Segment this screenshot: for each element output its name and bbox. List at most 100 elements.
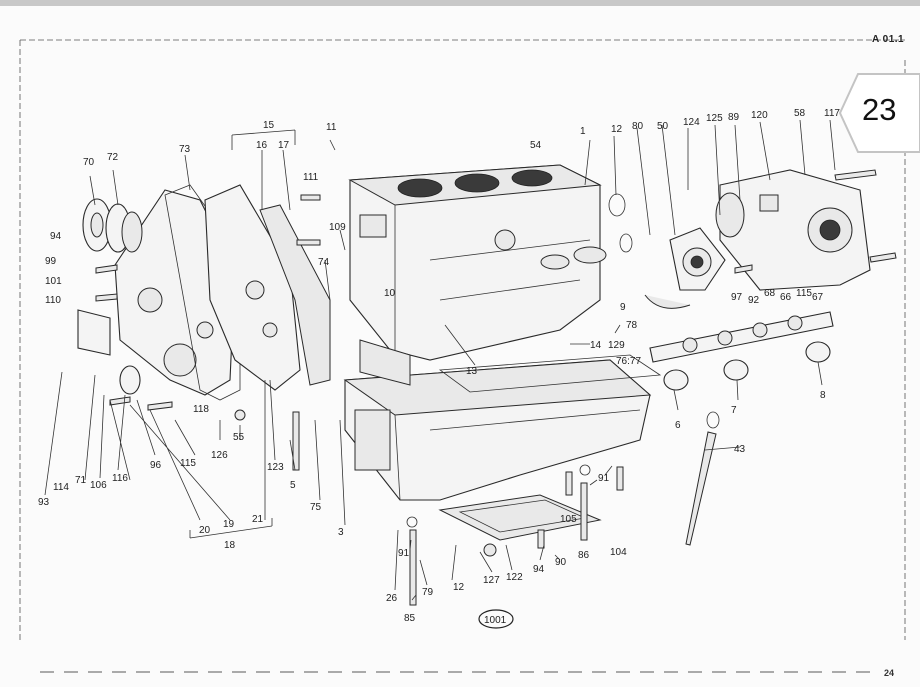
front-pulley bbox=[82, 198, 143, 253]
callout-43: 43 bbox=[734, 444, 746, 455]
drawing-number-frame bbox=[478, 609, 514, 629]
callout-7: 7 bbox=[731, 405, 737, 416]
callout-55: 55 bbox=[233, 432, 245, 443]
callout-101: 101 bbox=[45, 276, 62, 287]
page-number: 23 bbox=[862, 92, 897, 127]
sump-bottom-plate bbox=[438, 494, 602, 541]
callout-89: 89 bbox=[728, 112, 740, 123]
callout-72: 72 bbox=[107, 152, 119, 163]
callout-66: 66 bbox=[780, 292, 792, 303]
callout-16: 16 bbox=[256, 140, 268, 151]
engine-block bbox=[348, 164, 607, 361]
callout-14: 14 bbox=[590, 340, 602, 351]
callout-11: 11 bbox=[326, 122, 337, 133]
callout-13: 13 bbox=[466, 366, 478, 377]
cover-gasket bbox=[164, 184, 241, 401]
drawing-frame bbox=[19, 39, 906, 640]
callout-110: 110 bbox=[45, 295, 61, 306]
callout-1: 1 bbox=[580, 126, 586, 137]
bolts bbox=[95, 169, 897, 606]
callout-91: 91 bbox=[598, 473, 610, 484]
callout-12: 12 bbox=[611, 124, 623, 135]
callout-111: 111 bbox=[303, 172, 319, 183]
callout-78: 78 bbox=[626, 320, 638, 331]
front-seal bbox=[119, 365, 141, 395]
callout-76-77: 76:77 bbox=[616, 356, 641, 367]
drawing-number: 1001 bbox=[484, 615, 507, 626]
callout-96: 96 bbox=[150, 460, 162, 471]
rear-cover bbox=[715, 169, 871, 291]
callout-114: 114 bbox=[53, 482, 69, 493]
top-border bbox=[0, 0, 920, 6]
callout-93: 93 bbox=[38, 497, 50, 508]
callout-10: 10 bbox=[384, 288, 396, 299]
seal-ring-12 bbox=[608, 193, 626, 217]
callout-116: 116 bbox=[112, 473, 128, 484]
callout-124: 124 bbox=[683, 117, 700, 128]
callout-90: 90 bbox=[555, 557, 567, 568]
callout-8: 8 bbox=[820, 390, 826, 401]
callout-50: 50 bbox=[657, 121, 669, 132]
callout-94-lower: 94 bbox=[533, 564, 545, 575]
callout-19: 19 bbox=[223, 519, 235, 530]
callout-126: 126 bbox=[211, 450, 228, 461]
callout-17: 17 bbox=[278, 140, 290, 151]
callout-120: 120 bbox=[751, 110, 768, 121]
callout-115-rear: 115 bbox=[796, 288, 812, 299]
callout-73: 73 bbox=[179, 144, 191, 155]
oil-sump bbox=[343, 339, 652, 501]
callout-5: 5 bbox=[290, 480, 296, 491]
callout-21: 21 bbox=[252, 514, 264, 525]
callout-104: 104 bbox=[610, 547, 627, 558]
timing-cover bbox=[114, 189, 236, 396]
callout-79: 79 bbox=[422, 587, 434, 598]
callout-3: 3 bbox=[338, 527, 344, 538]
callout-115: 115 bbox=[180, 458, 196, 469]
callout-122: 122 bbox=[506, 572, 523, 583]
bracket-15 bbox=[231, 129, 296, 150]
rear-seal-housing bbox=[669, 227, 726, 291]
scan-mark: 24 bbox=[884, 668, 895, 678]
seal-ring-9 bbox=[619, 233, 633, 253]
callout-125: 125 bbox=[706, 113, 723, 124]
callout-71: 71 bbox=[75, 475, 87, 486]
callout-68: 68 bbox=[764, 288, 776, 299]
callout-118: 118 bbox=[193, 404, 209, 415]
callout-129: 129 bbox=[608, 340, 625, 351]
callout-105: 105 bbox=[560, 514, 577, 525]
callout-109: 109 bbox=[329, 222, 346, 233]
callout-86: 86 bbox=[578, 550, 590, 561]
callout-74: 74 bbox=[318, 257, 330, 268]
callout-97: 97 bbox=[731, 292, 743, 303]
callout-12-lower: 12 bbox=[453, 582, 465, 593]
callout-20: 20 bbox=[199, 525, 211, 536]
leader-lines bbox=[44, 119, 836, 601]
callout-117: 117 bbox=[824, 108, 840, 119]
callout-26: 26 bbox=[386, 593, 398, 604]
sump-gasket bbox=[438, 354, 662, 393]
callout-15: 15 bbox=[263, 120, 275, 131]
section-ref-code: A 01.1 bbox=[872, 34, 905, 45]
callout-99: 99 bbox=[45, 256, 57, 267]
callout-94: 94 bbox=[50, 231, 62, 242]
dipstick bbox=[685, 411, 720, 546]
bracket-18 bbox=[189, 518, 273, 539]
callout-9: 9 bbox=[620, 302, 626, 313]
inspection-plate bbox=[77, 309, 111, 356]
camshaft bbox=[649, 311, 834, 363]
callout-58: 58 bbox=[794, 108, 806, 119]
callout-85: 85 bbox=[404, 613, 416, 624]
callout-54: 54 bbox=[530, 140, 542, 151]
callout-91-lower: 91 bbox=[398, 548, 410, 559]
callout-70: 70 bbox=[83, 157, 95, 168]
callout-75: 75 bbox=[310, 502, 322, 513]
callout-80: 80 bbox=[632, 121, 644, 132]
callout-67: 67 bbox=[812, 292, 824, 303]
bearing-cap-78 bbox=[644, 294, 691, 309]
cam-bushings bbox=[663, 341, 831, 391]
callout-labels: 1 3 5 6 7 8 9 10 11 12 12 13 14 15 16 17… bbox=[38, 108, 840, 624]
callout-106: 106 bbox=[90, 480, 107, 491]
page-number-tab bbox=[838, 73, 920, 153]
